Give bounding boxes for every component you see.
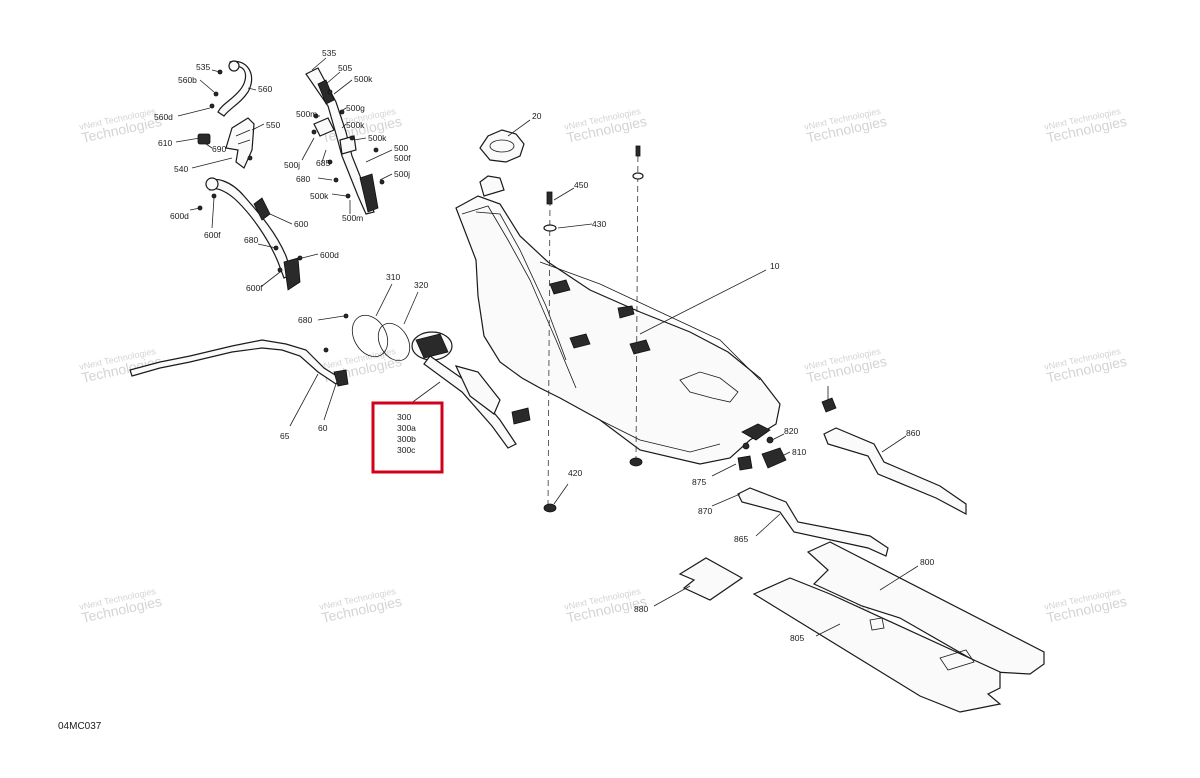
callout-label: 600d	[320, 250, 339, 260]
callout-label: 810	[792, 447, 806, 457]
callout-label: 600f	[204, 230, 221, 240]
callout-label: 500k	[368, 133, 387, 143]
callout-label: 680	[296, 174, 310, 184]
callout-label: 420	[568, 468, 582, 478]
fuel-pump-module	[409, 331, 531, 449]
callout-label: 685	[316, 158, 330, 168]
callout-label: 875	[692, 477, 706, 487]
callout-label: 320	[414, 280, 428, 290]
callout-label: 300b	[397, 434, 416, 444]
callout-label: 10	[770, 261, 780, 271]
callout-label: 860	[906, 428, 920, 438]
callout-label: 680	[298, 315, 312, 325]
tank-cap	[479, 119, 531, 163]
filler-neck-assembly	[301, 57, 393, 215]
support-brackets	[711, 386, 967, 557]
callout-labels: 535 560b 560 560d 550 610 690 540 600d 6…	[154, 48, 934, 643]
floor-panels	[653, 541, 1045, 713]
figure-code: 04MC037	[58, 721, 102, 732]
callout-label: 500k	[346, 120, 365, 130]
callout-label: 535	[196, 62, 210, 72]
callout-label: 610	[158, 138, 172, 148]
callout-label: 505	[338, 63, 352, 73]
callout-label: 560	[258, 84, 272, 94]
fuel-tank	[455, 175, 781, 465]
callout-label: 500m	[342, 213, 363, 223]
callout-label: 560b	[178, 75, 197, 85]
callout-label: 60	[318, 423, 328, 433]
callout-label: 430	[592, 219, 606, 229]
callout-label: 500j	[284, 160, 300, 170]
vent-hose-assembly	[175, 60, 319, 291]
callout-label: 560d	[154, 112, 173, 122]
callout-label: 310	[386, 272, 400, 282]
tank-fasteners	[543, 145, 644, 513]
callout-label: 680	[244, 235, 258, 245]
callout-label: 535	[322, 48, 336, 58]
callout-label: 500j	[394, 169, 410, 179]
callout-label: 550	[266, 120, 280, 130]
callout-label: 500k	[354, 74, 373, 84]
callout-label: 880	[634, 604, 648, 614]
callout-label: 450	[574, 180, 588, 190]
callout-label: 500k	[310, 191, 329, 201]
callout-label: 870	[698, 506, 712, 516]
callout-label: 540	[174, 164, 188, 174]
pump-seals	[317, 283, 419, 362]
callout-label: 20	[532, 111, 542, 121]
callout-label: 600	[294, 219, 308, 229]
callout-label: 865	[734, 534, 748, 544]
callout-label: 600d	[170, 211, 189, 221]
callout-label: 600f	[246, 283, 263, 293]
callout-label: 500m	[296, 109, 317, 119]
callout-label: 805	[790, 633, 804, 643]
callout-label: 300c	[397, 445, 416, 455]
callout-label: 65	[280, 431, 290, 441]
callout-label: 800	[920, 557, 934, 567]
highlight-box	[371, 401, 444, 474]
callout-label: 300	[397, 412, 411, 422]
fuel-line-assembly	[129, 339, 349, 427]
callout-label: 300a	[397, 423, 416, 433]
callout-label: 820	[784, 426, 798, 436]
callout-label: 500	[394, 143, 408, 153]
callout-label: 500f	[394, 153, 411, 163]
callout-label: 500g	[346, 103, 365, 113]
callout-label: 690	[212, 144, 226, 154]
